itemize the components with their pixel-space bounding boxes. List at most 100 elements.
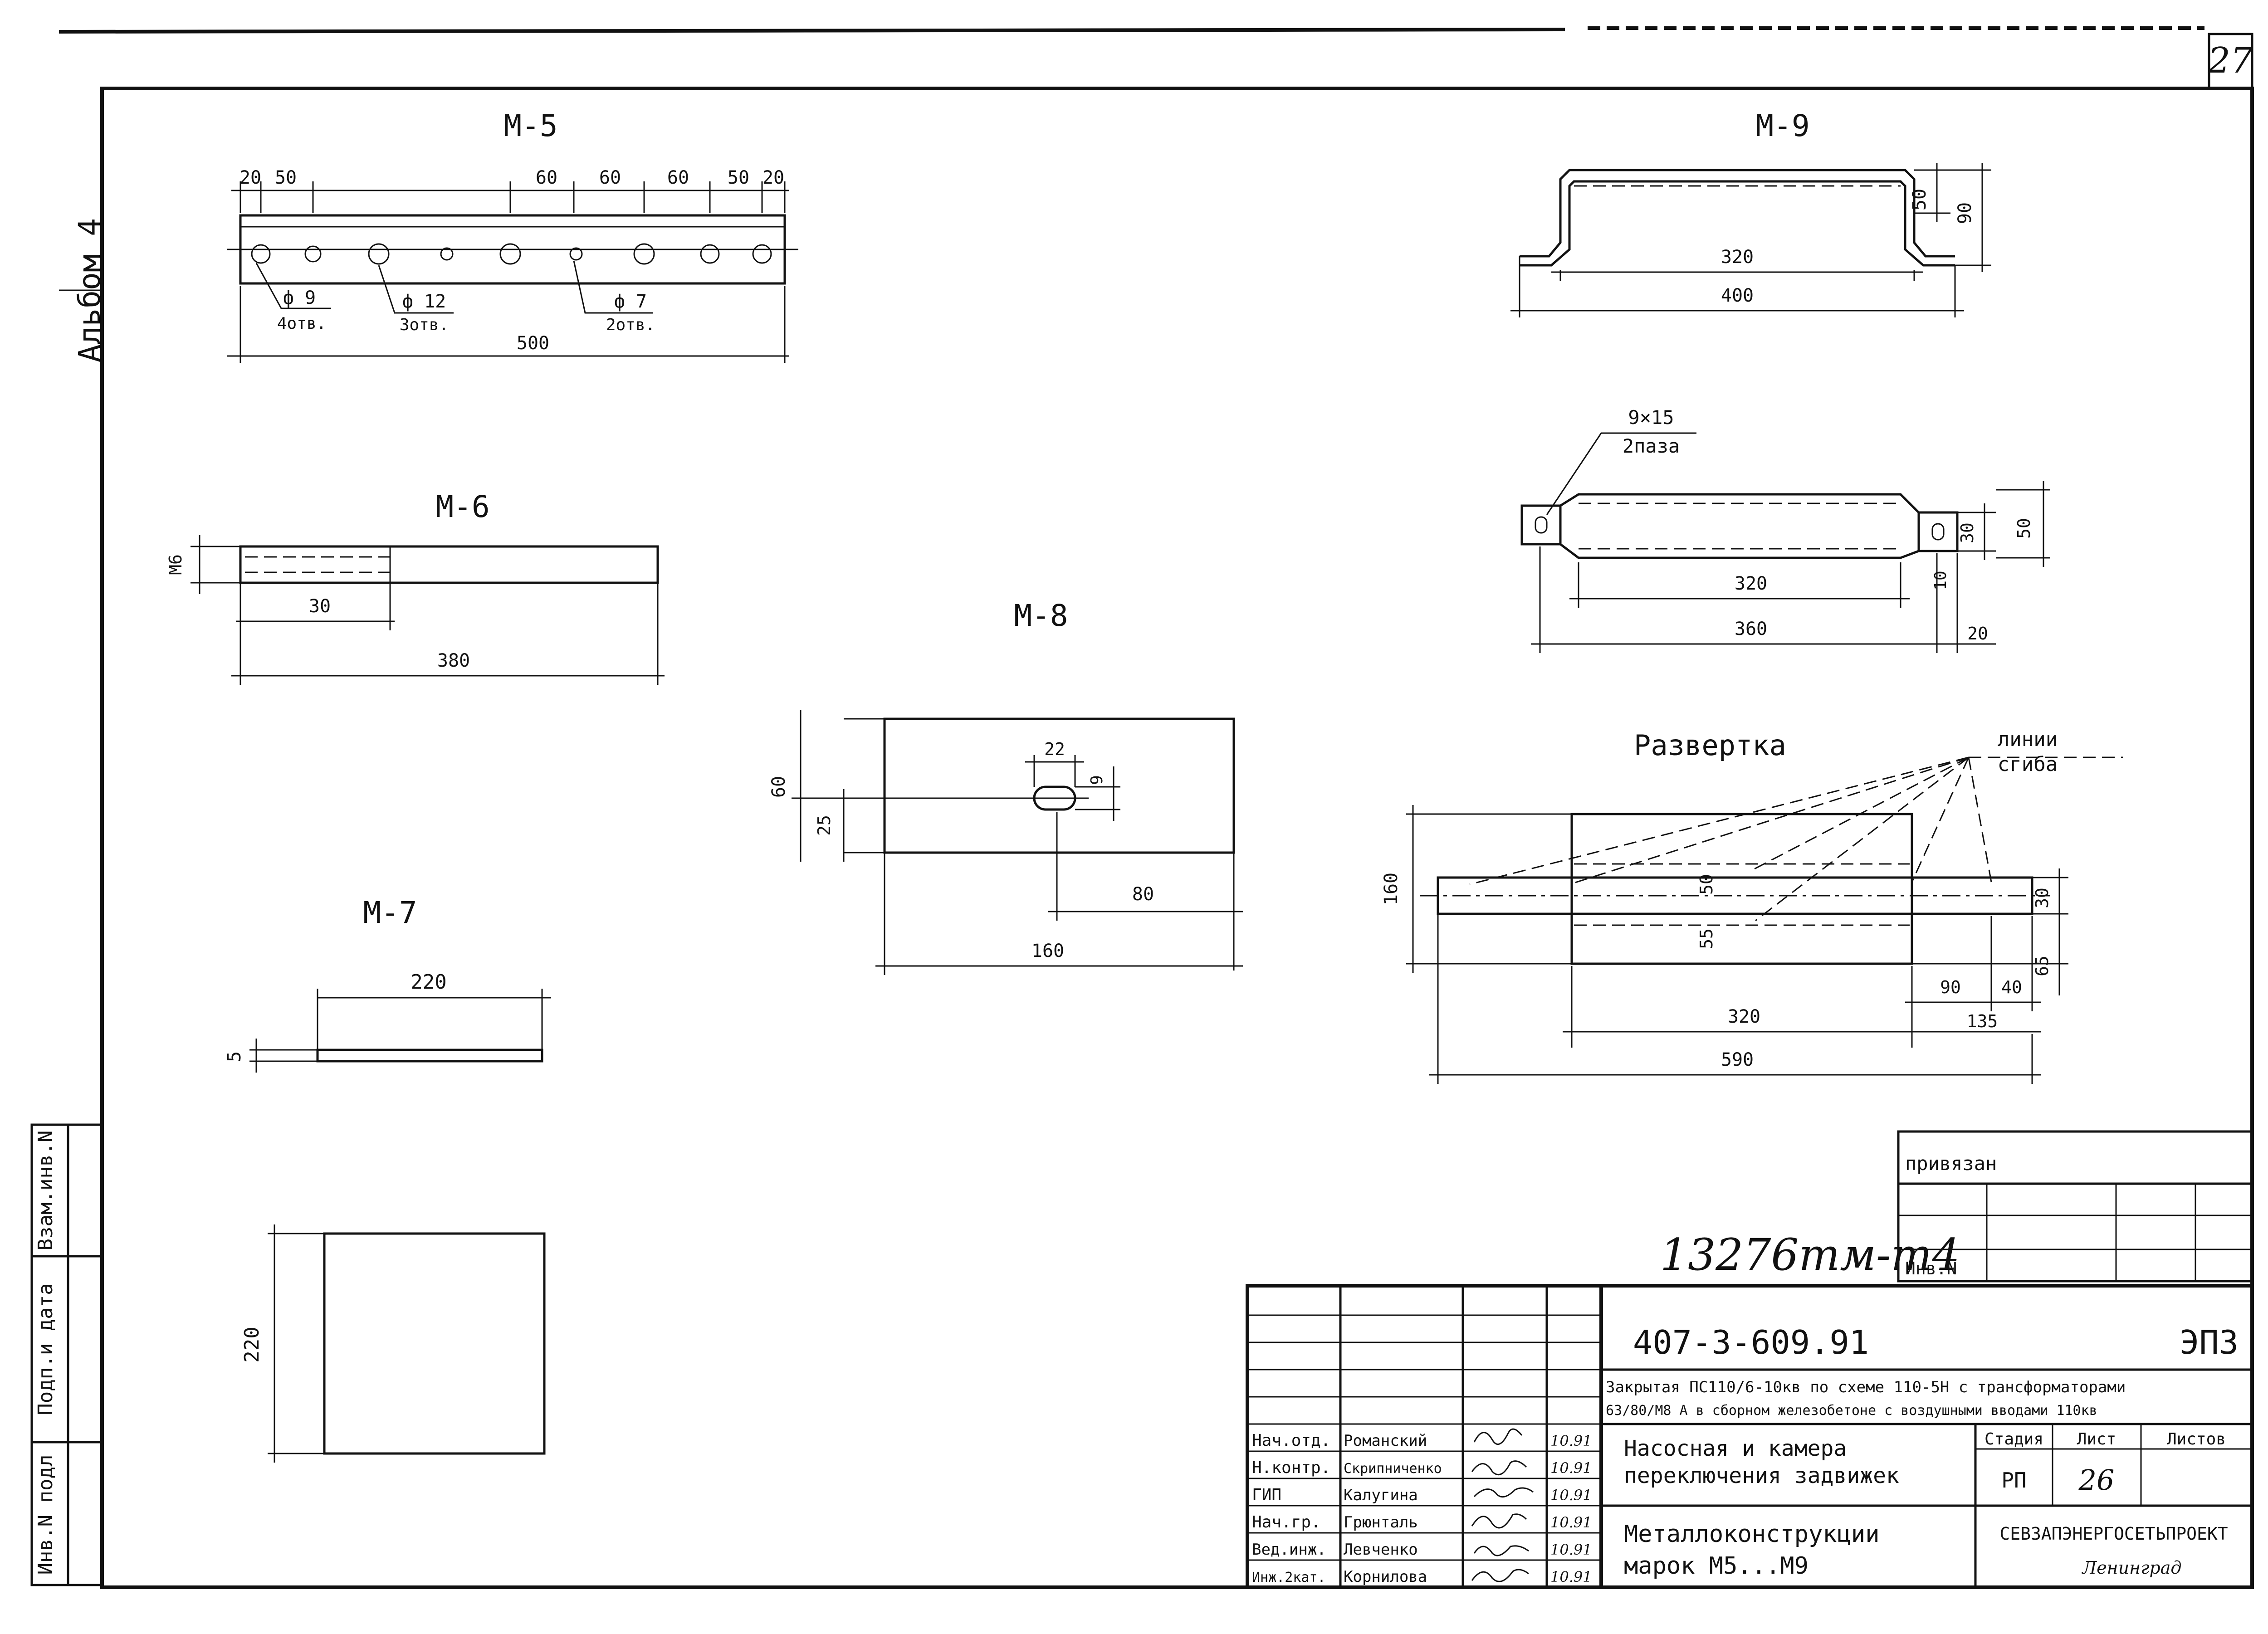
m6-title: М-6: [435, 489, 489, 524]
m5-dim-2: 60: [536, 167, 557, 188]
m9-title: М-9: [1755, 108, 1809, 143]
unfold-w-590: 590: [1721, 1049, 1754, 1070]
m5-dim-1: 50: [275, 167, 297, 188]
signature-scribbles: [1471, 1428, 1534, 1582]
m5-dim-4: 60: [667, 167, 689, 188]
sheet-header: Лист: [2077, 1430, 2116, 1449]
unfold-w-90: 90: [1940, 977, 1961, 997]
sig-date-4: 10.91: [1550, 1541, 1592, 1558]
sig-date-3: 10.91: [1550, 1514, 1592, 1531]
stage-header: Стадия: [1984, 1430, 2043, 1449]
part-m9: М-9 50 90 320 400: [1510, 108, 1991, 317]
m9-plan-width: 320: [1735, 573, 1767, 594]
vzam-inv-label: Взам.инв.N: [34, 1131, 57, 1251]
project-line-1: Закрытая ПС110/6-10кв по схеме 110-5Н с …: [1606, 1378, 2126, 1396]
section-line-2: переключения задвижек: [1624, 1463, 1899, 1488]
unfold-tab-low: 65: [2032, 956, 2052, 976]
frame-border: [100, 87, 2254, 1589]
title-block: 407-3-609.91 ЭП3 Закрытая ПС110/6-10кв п…: [1246, 1284, 2254, 1589]
drawing-line-2: марок М5...М9: [1624, 1552, 1809, 1580]
m9-plan-h1: 30: [1957, 522, 1977, 543]
unfold-w-40: 40: [2001, 977, 2022, 997]
part-m7: М-7 220 5 220: [224, 895, 551, 1463]
side-stamp: Взам.инв.N Подп.и дата Инв.N подл: [30, 1123, 103, 1586]
privyazan-inv-label: Инв.N: [1905, 1258, 1957, 1278]
part-m5: М-5 20 50 60 60 60 50 20: [227, 108, 798, 363]
m5-dim-6: 20: [763, 167, 784, 188]
unfold-mid-h: 50: [1696, 874, 1716, 895]
m7-width: 220: [411, 971, 446, 994]
m8-slot-width: 9: [1088, 775, 1106, 785]
m5-dim-5: 50: [728, 167, 749, 188]
bend-label-2: сгиба: [1998, 753, 2058, 776]
m9-plan-d2: 20: [1967, 624, 1988, 644]
m9-plan-total: 360: [1735, 619, 1767, 639]
m6-thread: М6: [166, 554, 186, 575]
stage-value: РП: [2001, 1468, 2026, 1493]
m5-dim-0: 20: [240, 167, 261, 188]
privyazan-box: привязан Инв.N: [1897, 1130, 2253, 1283]
m8-slot-offset: 25: [814, 815, 834, 836]
m9-plan-h2: 50: [2014, 518, 2034, 539]
sig-date-1: 10.91: [1550, 1459, 1592, 1477]
sig-role-5: Инж.2кат.: [1252, 1570, 1326, 1585]
m8-length: 160: [1031, 941, 1064, 961]
podp-data-label: Подп.и дата: [34, 1283, 57, 1415]
sig-name-4: Левченко: [1344, 1541, 1418, 1559]
unfold-low-h: 55: [1696, 928, 1716, 949]
doc-code: 407-3-609.91: [1633, 1323, 1869, 1361]
m5-hole-count-1: 3отв.: [400, 316, 449, 334]
m6-thread-length: 30: [309, 596, 331, 617]
sig-name-3: Грюнталь: [1344, 1513, 1418, 1532]
m8-slot-pos: 80: [1132, 884, 1154, 905]
sig-role-3: Нач.гр.: [1252, 1513, 1321, 1532]
part-m9-plan: 9×15 2паза 30 50 10 320 360 20: [1520, 406, 2050, 653]
sig-name-0: Романский: [1344, 1432, 1427, 1450]
m9-inner-width: 320: [1721, 247, 1754, 268]
top-edge-line: [59, 28, 1565, 34]
project-line-2: 63/80/М8 А в сборном железобетоне с возд…: [1606, 1403, 2097, 1419]
section-line-1: Насосная и камера: [1624, 1436, 1847, 1461]
sig-name-1: Скрипниченко: [1344, 1461, 1442, 1477]
sig-role-1: Н.контр.: [1252, 1458, 1330, 1477]
m8-title: М-8: [1014, 598, 1068, 633]
m5-length: 500: [517, 333, 549, 354]
org-line-1: СЕВЗАПЭНЕРГОСЕТЬПРОЕКТ: [1999, 1524, 2228, 1544]
m5-title: М-5: [503, 108, 557, 143]
m5-hole-dia-0: ф 9: [283, 288, 316, 308]
part-m8: М-8 60 25 22 9 80 160: [768, 598, 1243, 975]
privyazan-label: привязан: [1905, 1152, 1997, 1175]
drawing-line-1: Металлоконструкции: [1624, 1521, 1880, 1548]
m9-height-inner: 50: [1909, 189, 1930, 210]
sig-date-0: 10.91: [1550, 1432, 1592, 1449]
m5-hole-count-0: 4отв.: [277, 314, 326, 333]
doc-suffix: ЭП3: [2180, 1323, 2239, 1361]
m8-height: 60: [768, 776, 789, 798]
m5-hole-dia-1: ф 12: [402, 291, 446, 312]
m9-height-total: 90: [1955, 202, 1975, 224]
sig-role-0: Нач.отд.: [1252, 1431, 1330, 1450]
unfold-w-135: 135: [1967, 1011, 1998, 1031]
m9-outer-width: 400: [1721, 285, 1754, 306]
m7-title: М-7: [363, 895, 417, 930]
m5-dim-3: 60: [599, 167, 621, 188]
sig-name-2: Калугина: [1344, 1486, 1418, 1504]
unfold-view: Развертка линии сгиба 160 50 55 30 65: [1381, 728, 2123, 1084]
sig-role-2: ГИП: [1252, 1486, 1281, 1504]
m7-height: 220: [240, 1327, 264, 1362]
unfold-w-320: 320: [1728, 1006, 1760, 1027]
m8-slot-length: 22: [1044, 739, 1065, 759]
bend-label-1: линии: [1998, 728, 2058, 751]
inv-podl-label: Инв.N подл: [34, 1455, 57, 1575]
inventory-number: 13276тм-т4: [1660, 1229, 1960, 1280]
sheet-number: 27: [2207, 40, 2253, 81]
m9-plan-d1: 10: [1931, 571, 1950, 590]
m6-length: 380: [437, 650, 470, 671]
m7-thickness: 5: [224, 1051, 245, 1062]
m5-hole-count-2: 2отв.: [606, 316, 655, 334]
sheet-value: 26: [2078, 1463, 2115, 1497]
sig-name-5: Корнилова: [1344, 1568, 1427, 1586]
m5-hole-dia-2: ф 7: [614, 291, 647, 312]
sig-role-4: Вед.инж.: [1252, 1541, 1326, 1559]
